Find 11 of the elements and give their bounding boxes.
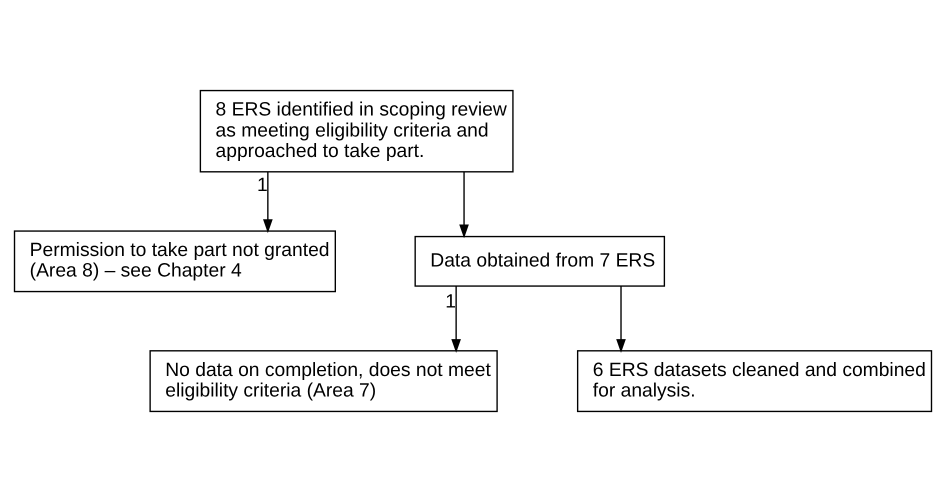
arrow [262,172,272,234]
edge-label: 1 [444,292,456,313]
edge-label: 1 [256,174,268,196]
node-box: Permission to take part not granted (Area 8) – see Chapter 4 [13,230,336,292]
arrow [450,286,460,353]
arrow [458,172,468,238]
node-box: Data obtained from 7 ERS [414,236,665,287]
node-box: No data on completion, does not meet eligibility criteria (Area 7) [148,350,498,412]
node-box: 8 ERS identified in scoping review as meeting eligibility criteria and approached to take part. [199,90,514,173]
node-box: 6 ERS datasets cleaned and combined for analysis. [576,350,932,412]
arrow [616,286,626,353]
